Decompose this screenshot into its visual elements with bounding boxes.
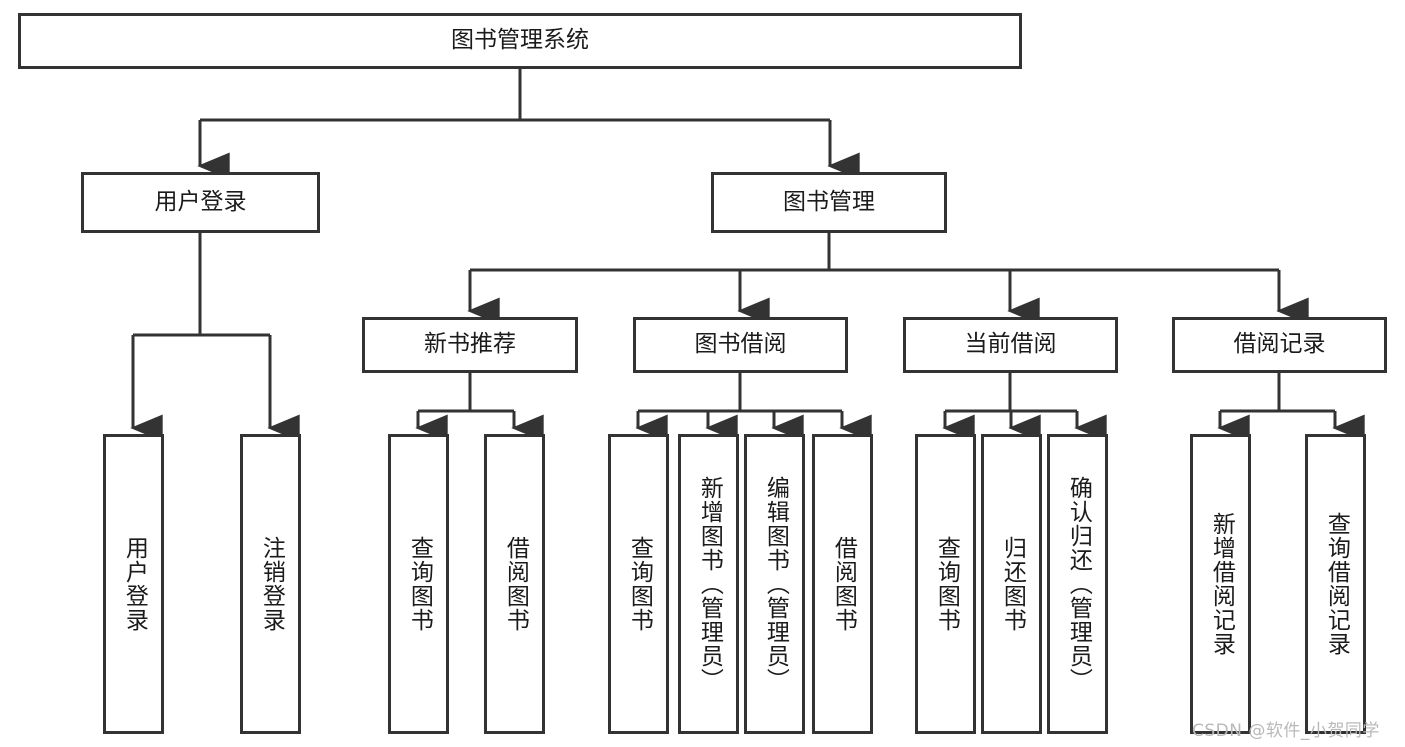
node-book-manage[interactable]: 图书管理 (711, 172, 947, 233)
node-root-label: 图书管理系统 (451, 27, 589, 54)
node-leaf-add-book-label: 新增图书（管理员） (696, 476, 723, 692)
node-leaf-confirm-return-label: 确认归还（管理员） (1065, 476, 1092, 692)
node-leaf-query-book-3-label: 查询图书 (933, 536, 960, 632)
node-leaf-edit-book[interactable]: 编辑图书（管理员） (744, 434, 805, 734)
node-leaf-borrow-book-1-label: 借阅图书 (502, 536, 529, 632)
node-book-borrow-label: 图书借阅 (694, 331, 787, 358)
node-current-borrow[interactable]: 当前借阅 (903, 317, 1118, 373)
node-leaf-borrow-book-2[interactable]: 借阅图书 (812, 434, 873, 734)
node-leaf-query-book-1-label: 查询图书 (406, 536, 433, 632)
node-leaf-query-borrow-record-label: 查询借阅记录 (1323, 512, 1350, 656)
node-user-login[interactable]: 用户登录 (81, 172, 320, 233)
node-new-book-recommend-label: 新书推荐 (424, 331, 516, 358)
node-leaf-query-borrow-record[interactable]: 查询借阅记录 (1305, 434, 1366, 734)
node-leaf-borrow-book-1[interactable]: 借阅图书 (484, 434, 545, 734)
node-leaf-return-book[interactable]: 归还图书 (981, 434, 1042, 734)
node-leaf-borrow-book-2-label: 借阅图书 (830, 536, 857, 632)
node-borrow-record-label: 借阅记录 (1233, 331, 1326, 358)
node-leaf-return-book-label: 归还图书 (999, 536, 1026, 632)
node-leaf-query-book-1[interactable]: 查询图书 (388, 434, 449, 734)
node-leaf-query-book-3[interactable]: 查询图书 (915, 434, 976, 734)
node-leaf-edit-book-label: 编辑图书（管理员） (762, 476, 789, 692)
node-leaf-query-book-2[interactable]: 查询图书 (608, 434, 669, 734)
node-current-borrow-label: 当前借阅 (964, 331, 1057, 358)
watermark: CSDN @软件_小贺同学 (1192, 721, 1380, 741)
node-leaf-confirm-return[interactable]: 确认归还（管理员） (1047, 434, 1108, 734)
node-leaf-user-login[interactable]: 用户登录 (103, 434, 164, 734)
node-leaf-add-borrow-record-label: 新增借阅记录 (1208, 512, 1235, 656)
node-root[interactable]: 图书管理系统 (18, 13, 1022, 69)
node-book-borrow[interactable]: 图书借阅 (633, 317, 848, 373)
node-leaf-query-book-2-label: 查询图书 (626, 536, 653, 632)
node-leaf-add-borrow-record[interactable]: 新增借阅记录 (1190, 434, 1251, 734)
node-book-manage-label: 图书管理 (783, 188, 875, 215)
node-leaf-logout-login[interactable]: 注销登录 (240, 434, 301, 734)
node-new-book-recommend[interactable]: 新书推荐 (362, 317, 578, 373)
node-borrow-record[interactable]: 借阅记录 (1172, 317, 1387, 373)
node-leaf-add-book[interactable]: 新增图书（管理员） (678, 434, 739, 734)
node-leaf-logout-login-label: 注销登录 (258, 536, 285, 632)
node-leaf-user-login-label: 用户登录 (121, 536, 148, 632)
node-user-login-label: 用户登录 (154, 188, 247, 215)
